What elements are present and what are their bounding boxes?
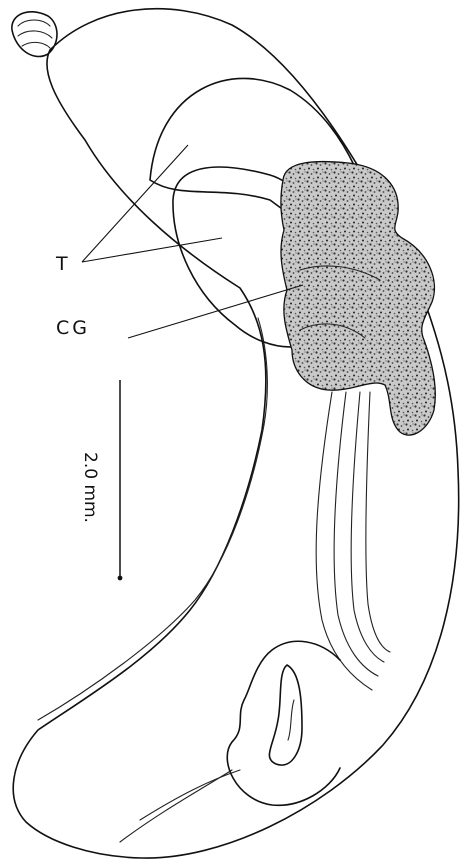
body-outline [13,9,458,858]
inner-body-wall [38,318,267,720]
cement-gland-ducts [316,392,390,690]
testes-leader-lower [82,238,222,262]
label-leaders [82,145,303,338]
posterior-organs [120,641,340,842]
cement-glands [281,162,435,436]
cement-gland-leader [128,285,303,338]
scale-bar-end-dot [118,576,123,581]
testes-leader-upper [82,145,188,262]
scale-bar: 2.0 mm. [80,380,122,580]
label-testes: T [55,253,68,275]
scale-bar-label: 2.0 mm. [80,452,100,523]
label-cement-gland: CG [56,317,90,339]
